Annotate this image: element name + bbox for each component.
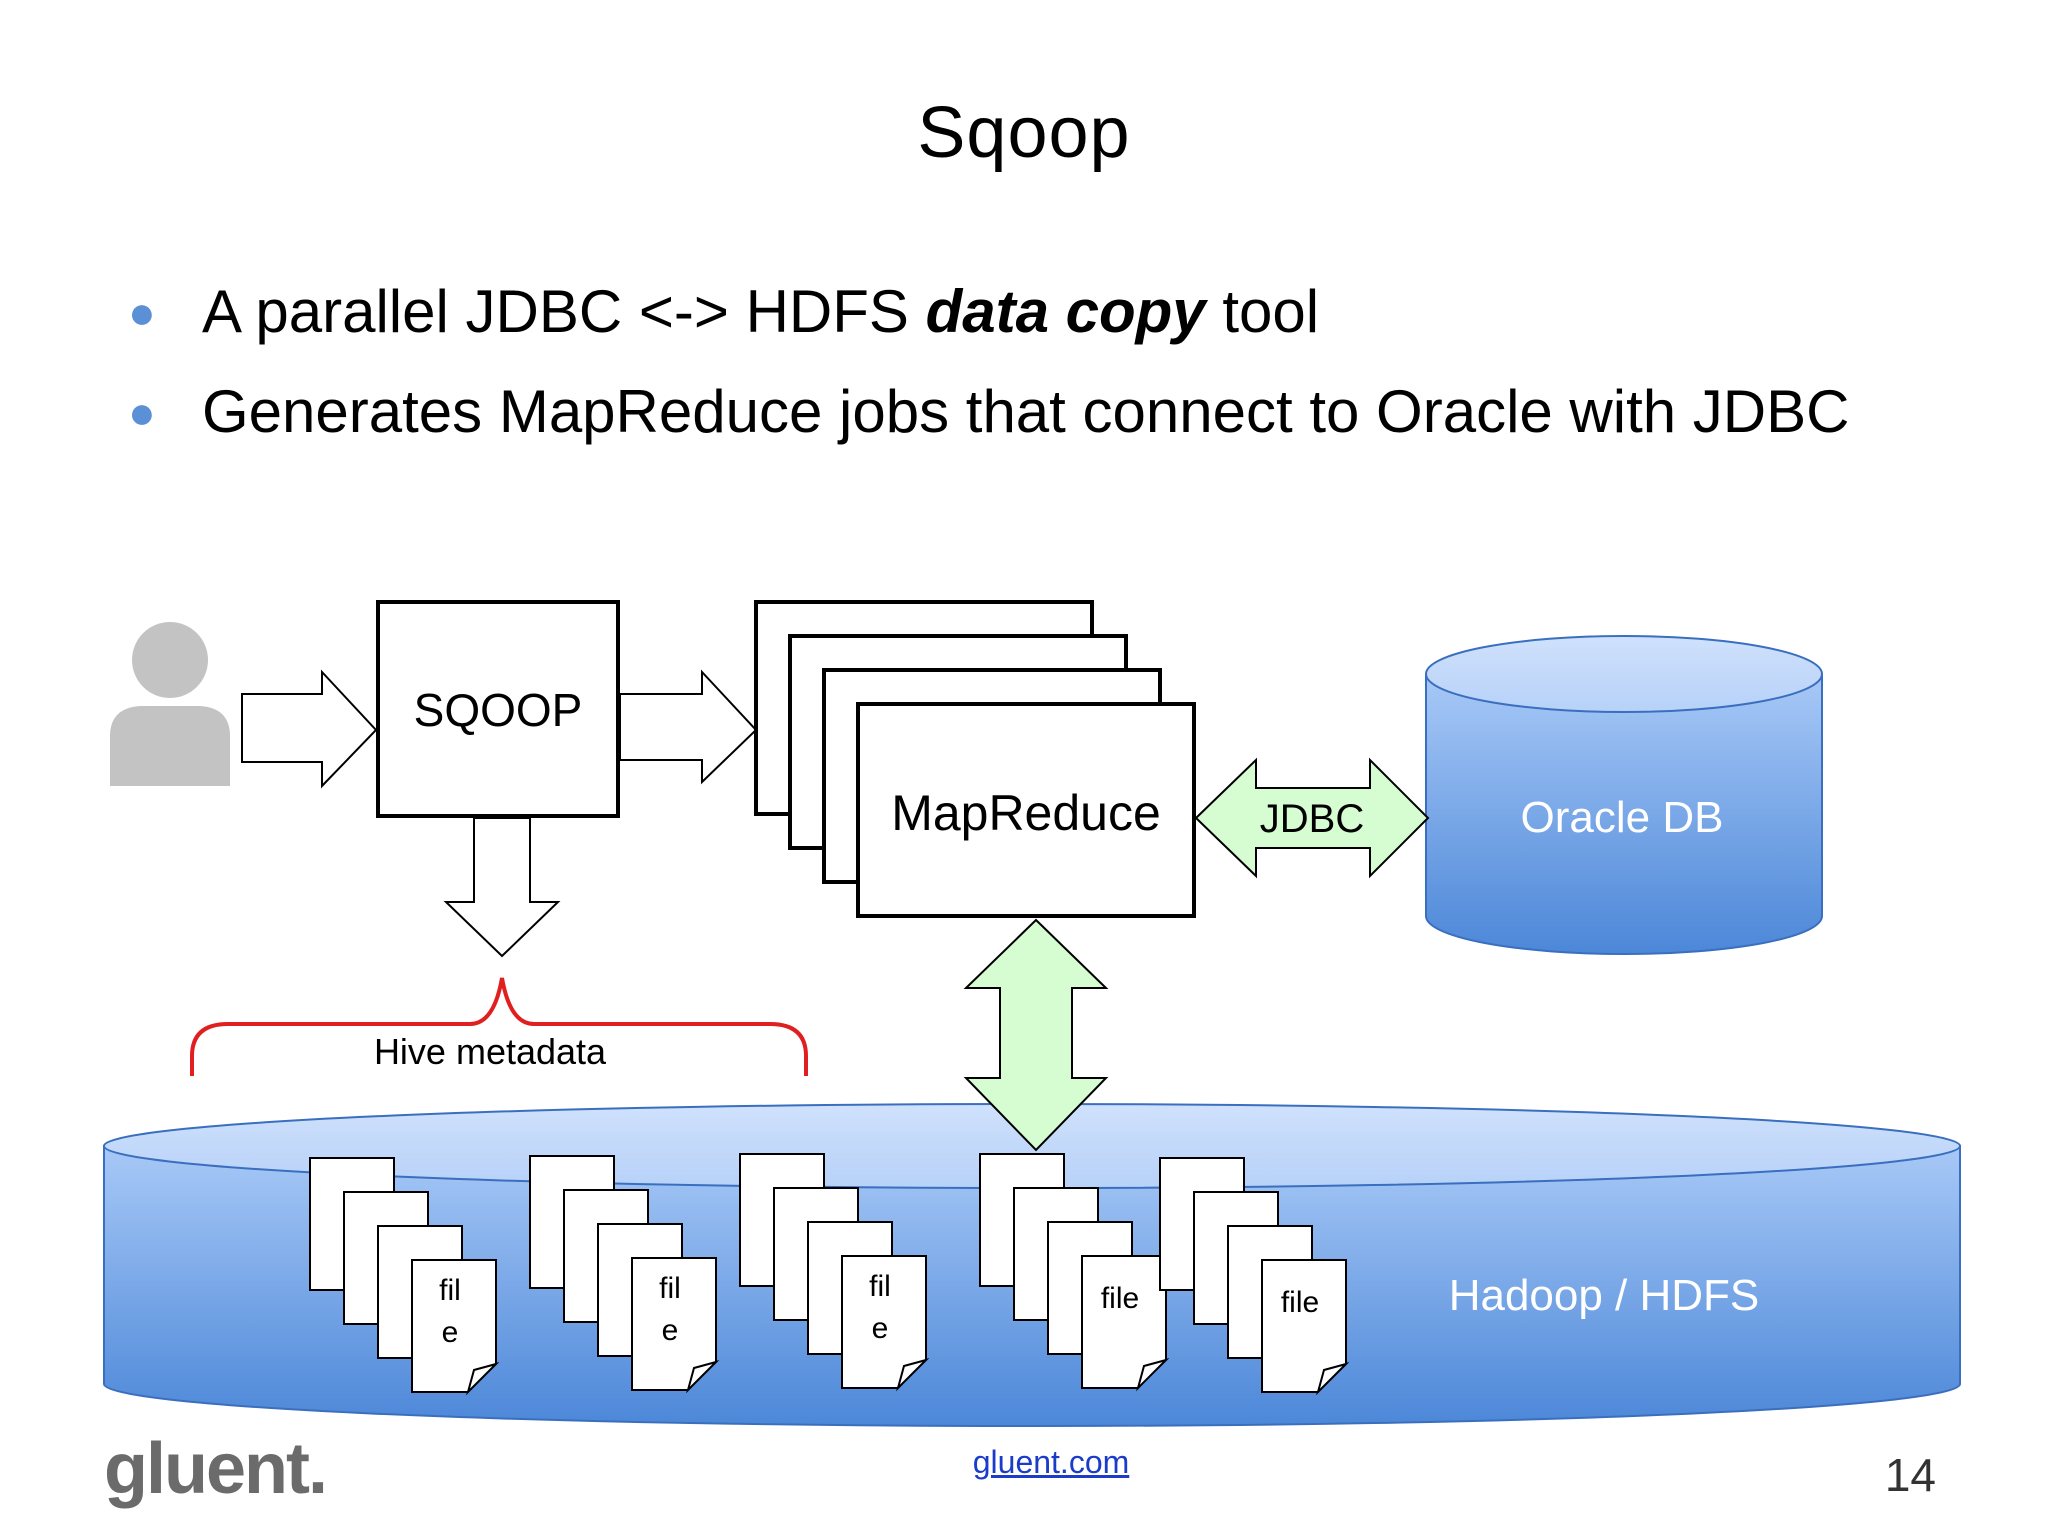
file-icon xyxy=(1081,1255,1170,1392)
sqoop-box xyxy=(376,600,620,818)
page-number: 14 xyxy=(1884,1449,1936,1501)
hive-brace xyxy=(190,977,808,1076)
jdbc-label: JDBC xyxy=(1260,797,1364,841)
file-label: fil xyxy=(659,1272,681,1305)
file-label: e xyxy=(872,1312,889,1345)
sqoop-label: SQOOP xyxy=(414,684,583,736)
bullet-list: ● A parallel JDBC <-> HDFS data copy too… xyxy=(120,262,1849,462)
file-label: e xyxy=(442,1316,459,1349)
footer-link[interactable]: gluent.com xyxy=(972,1444,1130,1480)
mapreduce-hdfs-arrow xyxy=(963,918,1109,1152)
file-stack: fil e xyxy=(309,1157,500,1396)
bullet-item: ● A parallel JDBC <-> HDFS data copy too… xyxy=(120,262,1849,362)
file-stack: fil e xyxy=(739,1153,930,1392)
file-label: fil xyxy=(439,1274,461,1307)
bullet-text-before: Generates MapReduce jobs that connect to… xyxy=(202,378,1850,445)
gluent-logo: gluent. xyxy=(104,1429,328,1509)
file-icon xyxy=(631,1257,720,1394)
bullet-text-before: A parallel JDBC <-> HDFS xyxy=(202,278,926,345)
hive-metadata-label: Hive metadata xyxy=(374,1031,607,1072)
arrow-sqoop-to-hive xyxy=(443,817,561,958)
file-label: file xyxy=(1101,1282,1139,1315)
bullet-text-after: tool xyxy=(1205,278,1320,345)
mapreduce-label: MapReduce xyxy=(891,785,1161,841)
oracle-db-label: Oracle DB xyxy=(1521,793,1724,842)
file-label: fil xyxy=(869,1270,891,1303)
file-label: file xyxy=(1281,1286,1319,1319)
jdbc-arrow xyxy=(1194,757,1430,879)
arrow-user-to-sqoop xyxy=(241,669,378,789)
mapreduce-stack xyxy=(754,600,1196,918)
bullet-dot-icon: ● xyxy=(128,286,156,338)
slide-title: Sqoop xyxy=(917,93,1131,173)
user-icon xyxy=(110,622,230,786)
file-stack: file xyxy=(979,1153,1170,1392)
file-icon xyxy=(411,1259,500,1396)
bullet-item: ● Generates MapReduce jobs that connect … xyxy=(120,362,1849,462)
file-label: e xyxy=(662,1314,679,1347)
oracle-db-cylinder xyxy=(1425,635,1823,955)
bullet-dot-icon: ● xyxy=(128,386,156,438)
file-icon xyxy=(841,1255,930,1392)
file-icon xyxy=(1261,1259,1350,1396)
file-stack: file xyxy=(1159,1157,1350,1396)
bullet-text-emphasis: data copy xyxy=(925,278,1206,345)
hdfs-label: Hadoop / HDFS xyxy=(1449,1271,1760,1320)
file-stack: fil e xyxy=(529,1155,720,1394)
arrow-sqoop-to-mapreduce xyxy=(619,669,758,785)
